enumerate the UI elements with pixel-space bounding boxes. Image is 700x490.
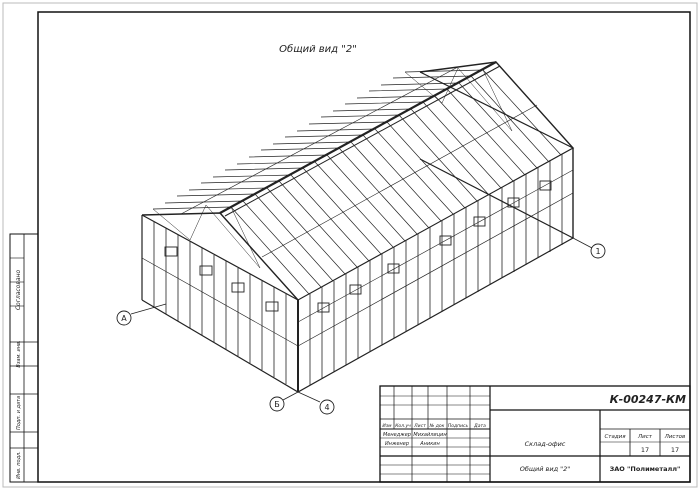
side-strip: Согласовано Взам. инв. Подп. и дата Инв.… (9, 233, 39, 483)
roof-trusses (152, 66, 562, 295)
sheet-title: Общий вид "2" (520, 465, 571, 473)
axis-circle-a (116, 310, 132, 326)
title-block: К-00247-КМ Изм Кол.уч Лист № док Подпись… (379, 385, 691, 483)
gable-far (419, 61, 574, 149)
col-header-2: Лист (413, 423, 426, 429)
sheet-value: 17 (641, 446, 649, 454)
sheet-label: Лист (637, 434, 653, 440)
axis-circle-4 (319, 399, 335, 415)
strip-sign-date: Подп. и дата (16, 396, 22, 430)
view-title: Общий вид "2" (279, 43, 357, 55)
name-manager: Михайлицин (413, 432, 447, 438)
stage-label: Стадия (604, 434, 626, 440)
axis-circle-b (269, 396, 285, 412)
gable-near (141, 212, 299, 301)
strip-replace-inv: Взам. инв. (16, 340, 22, 367)
building-frame (141, 61, 575, 393)
col-header-5: Дата (473, 423, 486, 429)
sheets-value: 17 (671, 446, 679, 454)
company-name: ЗАО "Полиметалл" (610, 465, 681, 473)
front-wall-windows (317, 180, 552, 313)
front-wall-studs (297, 154, 574, 385)
doc-code: К-00247-КМ (610, 393, 686, 406)
axis-label-b: Б (274, 400, 280, 409)
sheets-label: Листов (664, 434, 686, 440)
name-engineer: Аникин (419, 441, 440, 447)
axis-label-4: 4 (324, 403, 329, 412)
ridge-line-2 (224, 65, 501, 217)
col-header-4: Подпись (448, 423, 469, 429)
end-wall-windows (164, 246, 279, 312)
axis-markers: А 1 Б 4 (116, 237, 606, 415)
col-header-1: Кол.уч (395, 423, 411, 429)
object-name: Склад-офис (525, 440, 566, 448)
eave-line (141, 71, 575, 301)
end-wall-studs (141, 222, 299, 384)
floor-outline (141, 158, 575, 393)
strip-inv-orig: Инв. подл. (16, 451, 22, 479)
axis-label-1: 1 (595, 247, 600, 256)
role-manager: Менеджер (383, 432, 411, 438)
axis-circle-1 (590, 243, 606, 259)
axis-label-a: А (121, 314, 127, 323)
ridge-line (219, 61, 497, 214)
col-header-0: Изм (382, 423, 392, 429)
col-header-3: № док (429, 423, 445, 429)
strip-agreed: Согласовано (15, 270, 22, 311)
role-engineer: Инженер (385, 441, 409, 447)
